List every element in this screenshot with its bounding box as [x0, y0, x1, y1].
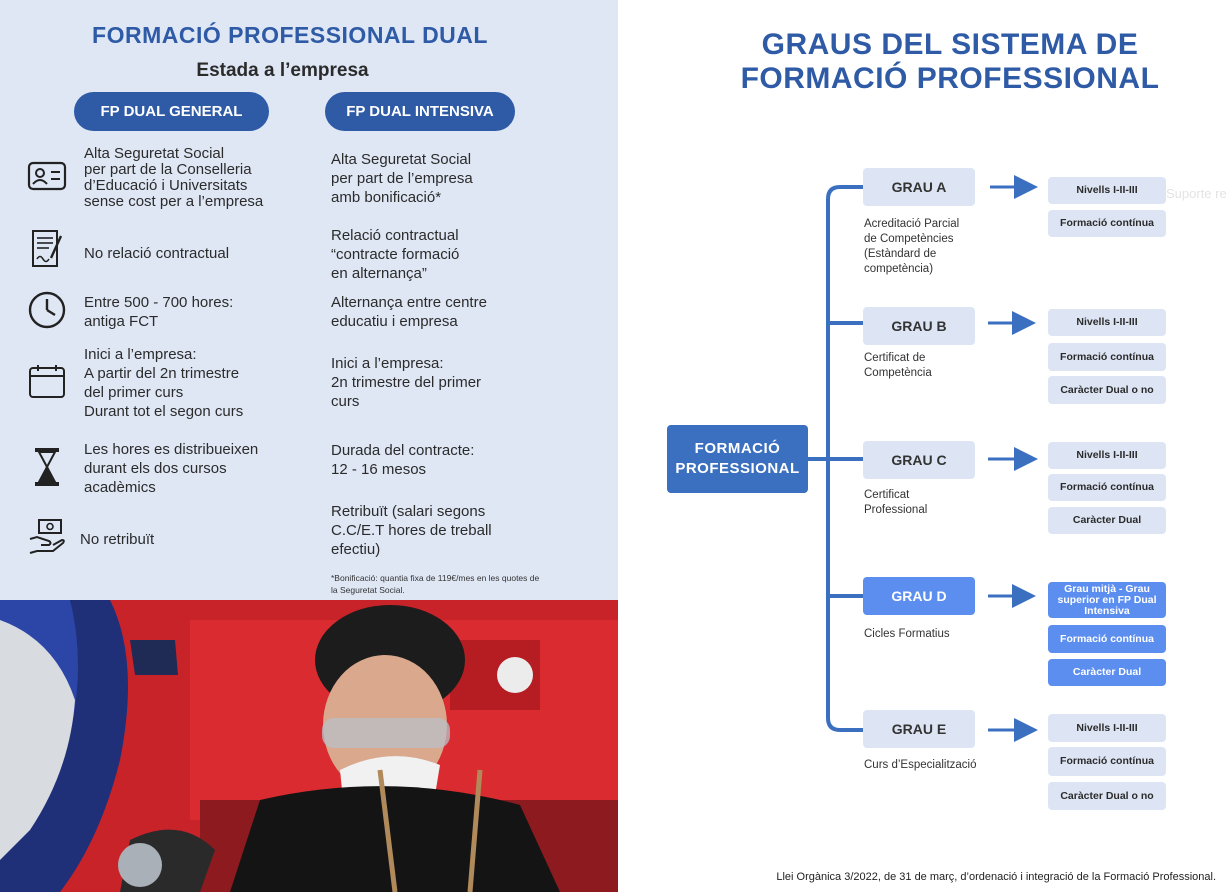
clock-icon: [26, 289, 68, 331]
footnote: *Bonificació: quantia fixa de 119€/mes e…: [331, 573, 540, 595]
id-card-icon: [26, 155, 68, 197]
fp-dual-general-header: FP DUAL GENERAL: [74, 92, 269, 131]
grau-b-option: Nivells I-II-III: [1048, 309, 1166, 336]
panel-subtitle: Estada a l’empresa: [196, 60, 369, 81]
money-hand-icon: [26, 516, 68, 558]
grau-c-description: Certificat Professional: [864, 489, 928, 516]
legal-reference: Llei Orgànica 3/2022, de 31 de març, d’o…: [776, 871, 1216, 883]
calendar-icon: [26, 360, 68, 402]
grau-d-option: Formació contínua: [1048, 625, 1166, 653]
general-social-security: Alta Seguretat Social per part de la Con…: [84, 145, 264, 210]
grau-a-description: Acreditació Parcial de Competències (Est…: [864, 218, 960, 275]
grau-b-node: GRAU B: [863, 307, 975, 345]
grau-d-option: Caràcter Dual: [1048, 659, 1166, 686]
contract-icon: [26, 228, 68, 270]
grau-c-node: GRAU C: [863, 441, 975, 479]
intensiva-alternance: Alternança entre centre educatiu i empre…: [331, 294, 487, 330]
fp-dual-intensiva-header: FP DUAL INTENSIVA: [325, 92, 515, 131]
grau-e-option: Caràcter Dual o no: [1048, 782, 1166, 810]
grau-b-option: Formació contínua: [1048, 343, 1166, 371]
faded-text: Suporte re: [1166, 186, 1226, 201]
intensiva-contract: Relació contractual “contracte formació …: [331, 227, 460, 282]
intensiva-pay: Retribuït (salari segons C.C/E.T hores d…: [331, 503, 492, 558]
grau-c-option: Nivells I-II-III: [1048, 442, 1166, 469]
grau-b-option: Caràcter Dual o no: [1048, 376, 1166, 404]
dual-info-panel: FORMACIÓ PROFESSIONAL DUAL Estada a l’em…: [0, 0, 618, 600]
grau-e-node: GRAU E: [863, 710, 975, 748]
general-start: Inici a l’empresa: A partir del 2n trime…: [84, 346, 244, 420]
hourglass-icon: [26, 446, 68, 488]
grau-b-description: Certificat de Competència: [864, 352, 932, 379]
general-distribution: Les hores es distribueixen durant els do…: [84, 441, 259, 496]
grau-d-description: Cicles Formatius: [864, 628, 950, 640]
grau-d-node: GRAU D: [863, 577, 975, 615]
panel-title: FORMACIÓ PROFESSIONAL DUAL: [92, 22, 488, 48]
grau-a-option: Nivells I-II-III: [1048, 177, 1166, 204]
intensiva-duration: Durada del contracte: 12 - 16 mesos: [331, 442, 475, 478]
grau-c-option: Caràcter Dual: [1048, 507, 1166, 534]
root-node: FORMACIÓ PROFESSIONAL: [667, 425, 808, 493]
grau-c-option: Formació contínua: [1048, 474, 1166, 501]
general-hours: Entre 500 - 700 hores: antiga FCT: [84, 294, 234, 330]
grau-e-description: Curs d’Especialització: [864, 759, 977, 771]
intensiva-start: Inici a l’empresa: 2n trimestre del prim…: [331, 355, 482, 410]
intensiva-social-security: Alta Seguretat Social per part de l’empr…: [331, 151, 473, 206]
grau-a-node: GRAU A: [863, 168, 975, 206]
grau-a-option: Formació contínua: [1048, 210, 1166, 237]
general-contract: No relació contractual: [84, 245, 230, 262]
diagram-title: GRAUS DEL SISTEMA DE FORMACIÓ PROFESSION…: [740, 28, 1160, 95]
grau-e-option: Formació contínua: [1048, 747, 1166, 776]
general-pay: No retribuït: [80, 531, 155, 548]
student-welding-photo: [0, 600, 618, 892]
grau-e-option: Nivells I-II-III: [1048, 714, 1166, 742]
grau-d-option: Grau mitjà - Grau superior en FP Dual In…: [1048, 582, 1166, 618]
